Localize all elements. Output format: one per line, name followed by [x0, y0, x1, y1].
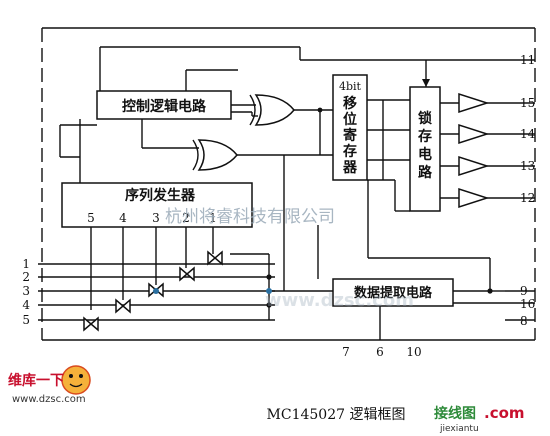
logo-right-text: 接线图 — [434, 405, 476, 422]
seq-tap-1: 1 — [209, 211, 217, 225]
buffer-14 — [458, 123, 490, 145]
svg-text:11: 11 — [520, 53, 535, 67]
data-extract-block — [332, 278, 454, 307]
sequence-taps: 5 4 3 2 1 — [87, 211, 217, 225]
seq-tap-4: 4 — [119, 211, 127, 225]
shift-register-block — [332, 74, 368, 181]
control-logic-block — [96, 90, 232, 120]
svg-text:移: 移 — [343, 95, 357, 112]
svg-text:5: 5 — [22, 313, 30, 327]
xor-gate-lower — [192, 139, 238, 171]
svg-text:16: 16 — [520, 297, 535, 311]
sequence-generator-label: 序列发生器 — [125, 187, 196, 204]
xor-gate-upper — [249, 94, 295, 126]
output-buffers — [458, 92, 490, 209]
seq-tap-5: 5 — [87, 211, 95, 225]
svg-text:9: 9 — [520, 284, 528, 298]
svg-text:位: 位 — [343, 111, 357, 128]
latch-label: 锁 存 电 路 — [418, 110, 433, 181]
outer-frame — [41, 27, 536, 341]
svg-text:锁: 锁 — [418, 110, 432, 127]
svg-text:器: 器 — [342, 160, 358, 176]
switch-1 — [207, 250, 223, 266]
svg-text:12: 12 — [520, 191, 535, 205]
buffer-13 — [458, 155, 490, 177]
junction-dots — [153, 107, 493, 308]
watermark-url-mid: www.dzsc.com — [265, 290, 414, 311]
svg-text:15: 15 — [520, 96, 535, 110]
svg-text:2: 2 — [22, 270, 30, 284]
logo-right-com: .com — [484, 404, 525, 422]
mascot-icon — [61, 365, 91, 395]
svg-text:存: 存 — [418, 128, 432, 145]
watermark-company: 杭州将睿科技有限公司 — [165, 207, 335, 227]
data-extract-label: 数据提取电路 — [354, 285, 433, 301]
svg-text:3: 3 — [22, 284, 30, 298]
logo-left-text: 维库一下 — [8, 372, 64, 389]
bottom-pin-labels: 7 6 10 — [342, 345, 421, 359]
svg-text:13: 13 — [520, 159, 535, 173]
control-logic-label: 控制逻辑电路 — [122, 98, 207, 115]
logo-left-url: www.dzsc.com — [12, 394, 86, 405]
svg-text:1: 1 — [22, 257, 30, 271]
switch-2 — [179, 266, 195, 282]
shift-register-label: 移 位 寄 存 器 — [342, 95, 358, 176]
buffer-15 — [458, 92, 490, 114]
switch-4 — [115, 298, 131, 314]
logo-left: 维库一下 www.dzsc.com — [8, 365, 91, 405]
buffer-12 — [458, 187, 490, 209]
svg-text:7: 7 — [342, 345, 350, 359]
svg-text:8: 8 — [520, 314, 528, 328]
svg-text:10: 10 — [406, 345, 421, 359]
wires — [38, 46, 535, 340]
logo-right: 接线图 .com jiexiantu — [434, 404, 525, 434]
svg-text:6: 6 — [376, 345, 384, 359]
diagram-caption: MC145027 逻辑框图 — [267, 407, 406, 423]
left-pin-labels: 1 2 3 4 5 — [22, 257, 30, 327]
logo-right-url: jiexiantu — [439, 424, 479, 434]
seq-tap-2: 2 — [182, 211, 190, 225]
switch-5 — [83, 316, 99, 332]
svg-text:电: 电 — [418, 146, 432, 163]
shift-register-bits: 4bit — [339, 80, 362, 93]
seq-tap-3: 3 — [152, 211, 160, 225]
svg-text:14: 14 — [520, 127, 536, 141]
right-pin-labels: 11 15 14 13 12 9 16 8 — [520, 53, 536, 328]
sequence-generator-block — [61, 182, 253, 228]
latch-block — [409, 86, 441, 212]
svg-text:存: 存 — [343, 143, 357, 160]
svg-text:4: 4 — [22, 298, 30, 312]
svg-text:寄: 寄 — [343, 127, 357, 144]
svg-text:路: 路 — [418, 164, 433, 181]
